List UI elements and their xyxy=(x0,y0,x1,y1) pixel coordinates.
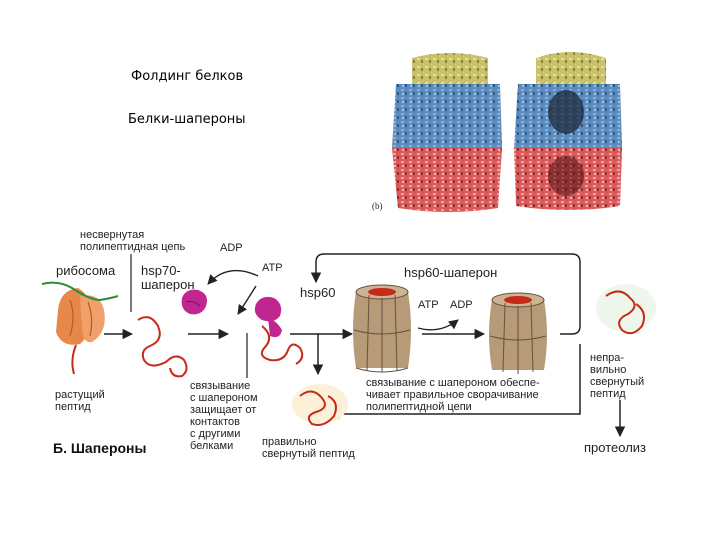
chaperonin-closed-model xyxy=(392,53,502,212)
ribosome-icon xyxy=(41,281,119,345)
correctly-folded-peptide-icon xyxy=(292,384,348,426)
recycle-loop-arrow xyxy=(310,253,581,335)
unfolded-chain-1 xyxy=(137,316,188,378)
label-correctly-folded: правильно свернутый пептид xyxy=(262,436,355,460)
arrow-to-folded-return xyxy=(328,344,581,420)
misfolded-peptide-icon xyxy=(596,284,656,335)
page-subtitle: Белки-шапероны xyxy=(128,112,246,127)
label-binding-protects: связывание с шапероном защищает от конта… xyxy=(190,380,258,452)
unfolded-chain-2 xyxy=(260,325,304,365)
growing-peptide-chain xyxy=(71,344,77,375)
adp-release-arrow xyxy=(207,269,259,285)
label-hsp60: hsp60 xyxy=(300,285,336,300)
label-ribosome: рибосома xyxy=(56,263,116,278)
label-unfolded-chain: несвернутая полипептидная цепь xyxy=(80,229,186,253)
label-adp-mid: ADP xyxy=(450,299,473,311)
atp-adp-cycle-arrow xyxy=(417,319,459,331)
page-title: Фолдинг белков xyxy=(131,69,244,84)
label-atp-mid: ATP xyxy=(418,299,439,311)
chaperonin-open-model xyxy=(514,52,622,210)
label-atp-top: ATP xyxy=(262,262,283,274)
hsp60-barrel-2 xyxy=(489,292,547,374)
label-proteolysis: протеолиз xyxy=(584,440,647,455)
atp-binding-arrow xyxy=(237,285,257,315)
panel-label: (b) xyxy=(372,201,383,211)
label-misfolded: непра- вильно свернутый пептид xyxy=(590,352,645,400)
label-binding-folding: связывание с шапероном обеспе- чивает пр… xyxy=(366,377,540,413)
label-growing-peptide: растущий пептид xyxy=(55,389,105,413)
label-hsp60-chaperone: hsp60-шаперон xyxy=(404,265,498,280)
label-hsp70: hsp70- шаперон xyxy=(141,263,195,292)
label-adp-top: ADP xyxy=(220,242,243,254)
hsp70-bound-icon xyxy=(254,296,282,338)
hsp70-chaperone-icon xyxy=(181,289,207,315)
hsp60-barrel-1 xyxy=(353,284,411,373)
figure-caption: Б. Шапероны xyxy=(53,440,147,456)
